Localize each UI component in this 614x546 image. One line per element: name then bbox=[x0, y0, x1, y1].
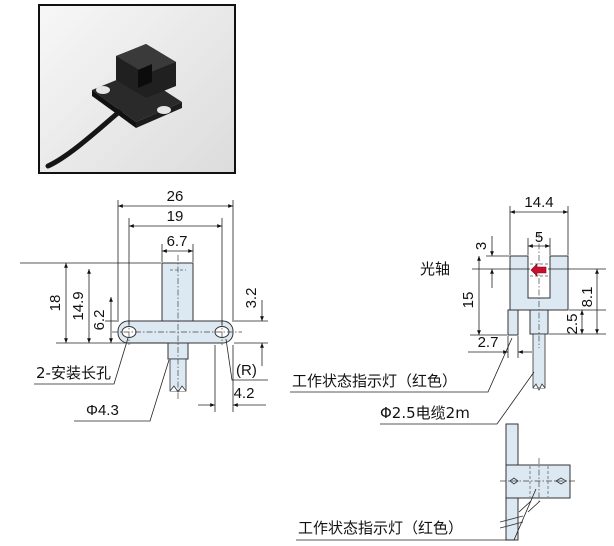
radius-leader bbox=[225, 338, 268, 381]
dim-height-upper: 14.9 bbox=[70, 291, 87, 320]
label-diameter: Φ4.3 bbox=[86, 402, 119, 419]
dim-base: 2.5 bbox=[564, 314, 581, 335]
bottom-view: 工作状态指示灯（红色） bbox=[296, 423, 576, 541]
dim-slot-width: 6.7 bbox=[167, 233, 188, 250]
dim-height-inner: 6.2 bbox=[91, 310, 108, 331]
bottom-body bbox=[505, 464, 571, 499]
dim-flange: 3.2 bbox=[243, 288, 260, 309]
label-bottom-indicator: 工作状态指示灯（红色） bbox=[298, 519, 463, 537]
side-cable bbox=[532, 333, 546, 389]
holes-leader bbox=[34, 337, 129, 385]
dim-axis-offset: 3 bbox=[473, 242, 490, 250]
optical-axis-arrow-icon bbox=[530, 263, 547, 277]
label-indicator: 工作状态指示灯（红色） bbox=[292, 372, 457, 390]
emitter-diamond-icon bbox=[555, 477, 567, 485]
diameter-leader bbox=[74, 359, 170, 422]
indicator-diamond-icon bbox=[509, 477, 519, 485]
dim-total-width: 26 bbox=[167, 188, 184, 205]
section-break bbox=[499, 515, 524, 529]
label-optical-axis: 光轴 bbox=[420, 260, 450, 278]
cable-leader bbox=[380, 371, 535, 425]
sensor-photo-illustration bbox=[45, 44, 182, 169]
right-side-view: 14.4 5 3 15 8.1 2.5 2.7 光轴 工作状态指示灯（红色） Φ… bbox=[290, 194, 606, 425]
label-cable: Φ2.5电缆2m bbox=[380, 404, 470, 422]
product-photo bbox=[38, 4, 236, 174]
dim-slot: 5 bbox=[535, 229, 543, 246]
dim-side-height: 15 bbox=[460, 292, 477, 309]
indicator-leader bbox=[290, 337, 513, 393]
cable-break bbox=[169, 385, 187, 393]
dim-height: 18 bbox=[47, 295, 64, 312]
bottom-indicator-leader bbox=[296, 488, 537, 541]
sensor-upper-body bbox=[161, 262, 194, 322]
indicator-housing bbox=[507, 309, 519, 336]
dim-axis-height: 8.1 bbox=[579, 287, 596, 308]
dim-led-offset: 2.7 bbox=[478, 334, 499, 351]
side-body bbox=[509, 255, 569, 311]
dim-hole-offset: 4.2 bbox=[234, 385, 255, 402]
dim-outer-width: 14.4 bbox=[524, 194, 553, 211]
label-radius: (R) bbox=[236, 362, 257, 379]
left-front-view: 26 19 6.7 18 14.9 6.2 3.2 4.2 2-安装长孔 (R)… bbox=[20, 188, 268, 422]
dim-hole-pitch: 19 bbox=[167, 208, 184, 225]
label-mounting-holes: 2-安装长孔 bbox=[36, 364, 111, 382]
